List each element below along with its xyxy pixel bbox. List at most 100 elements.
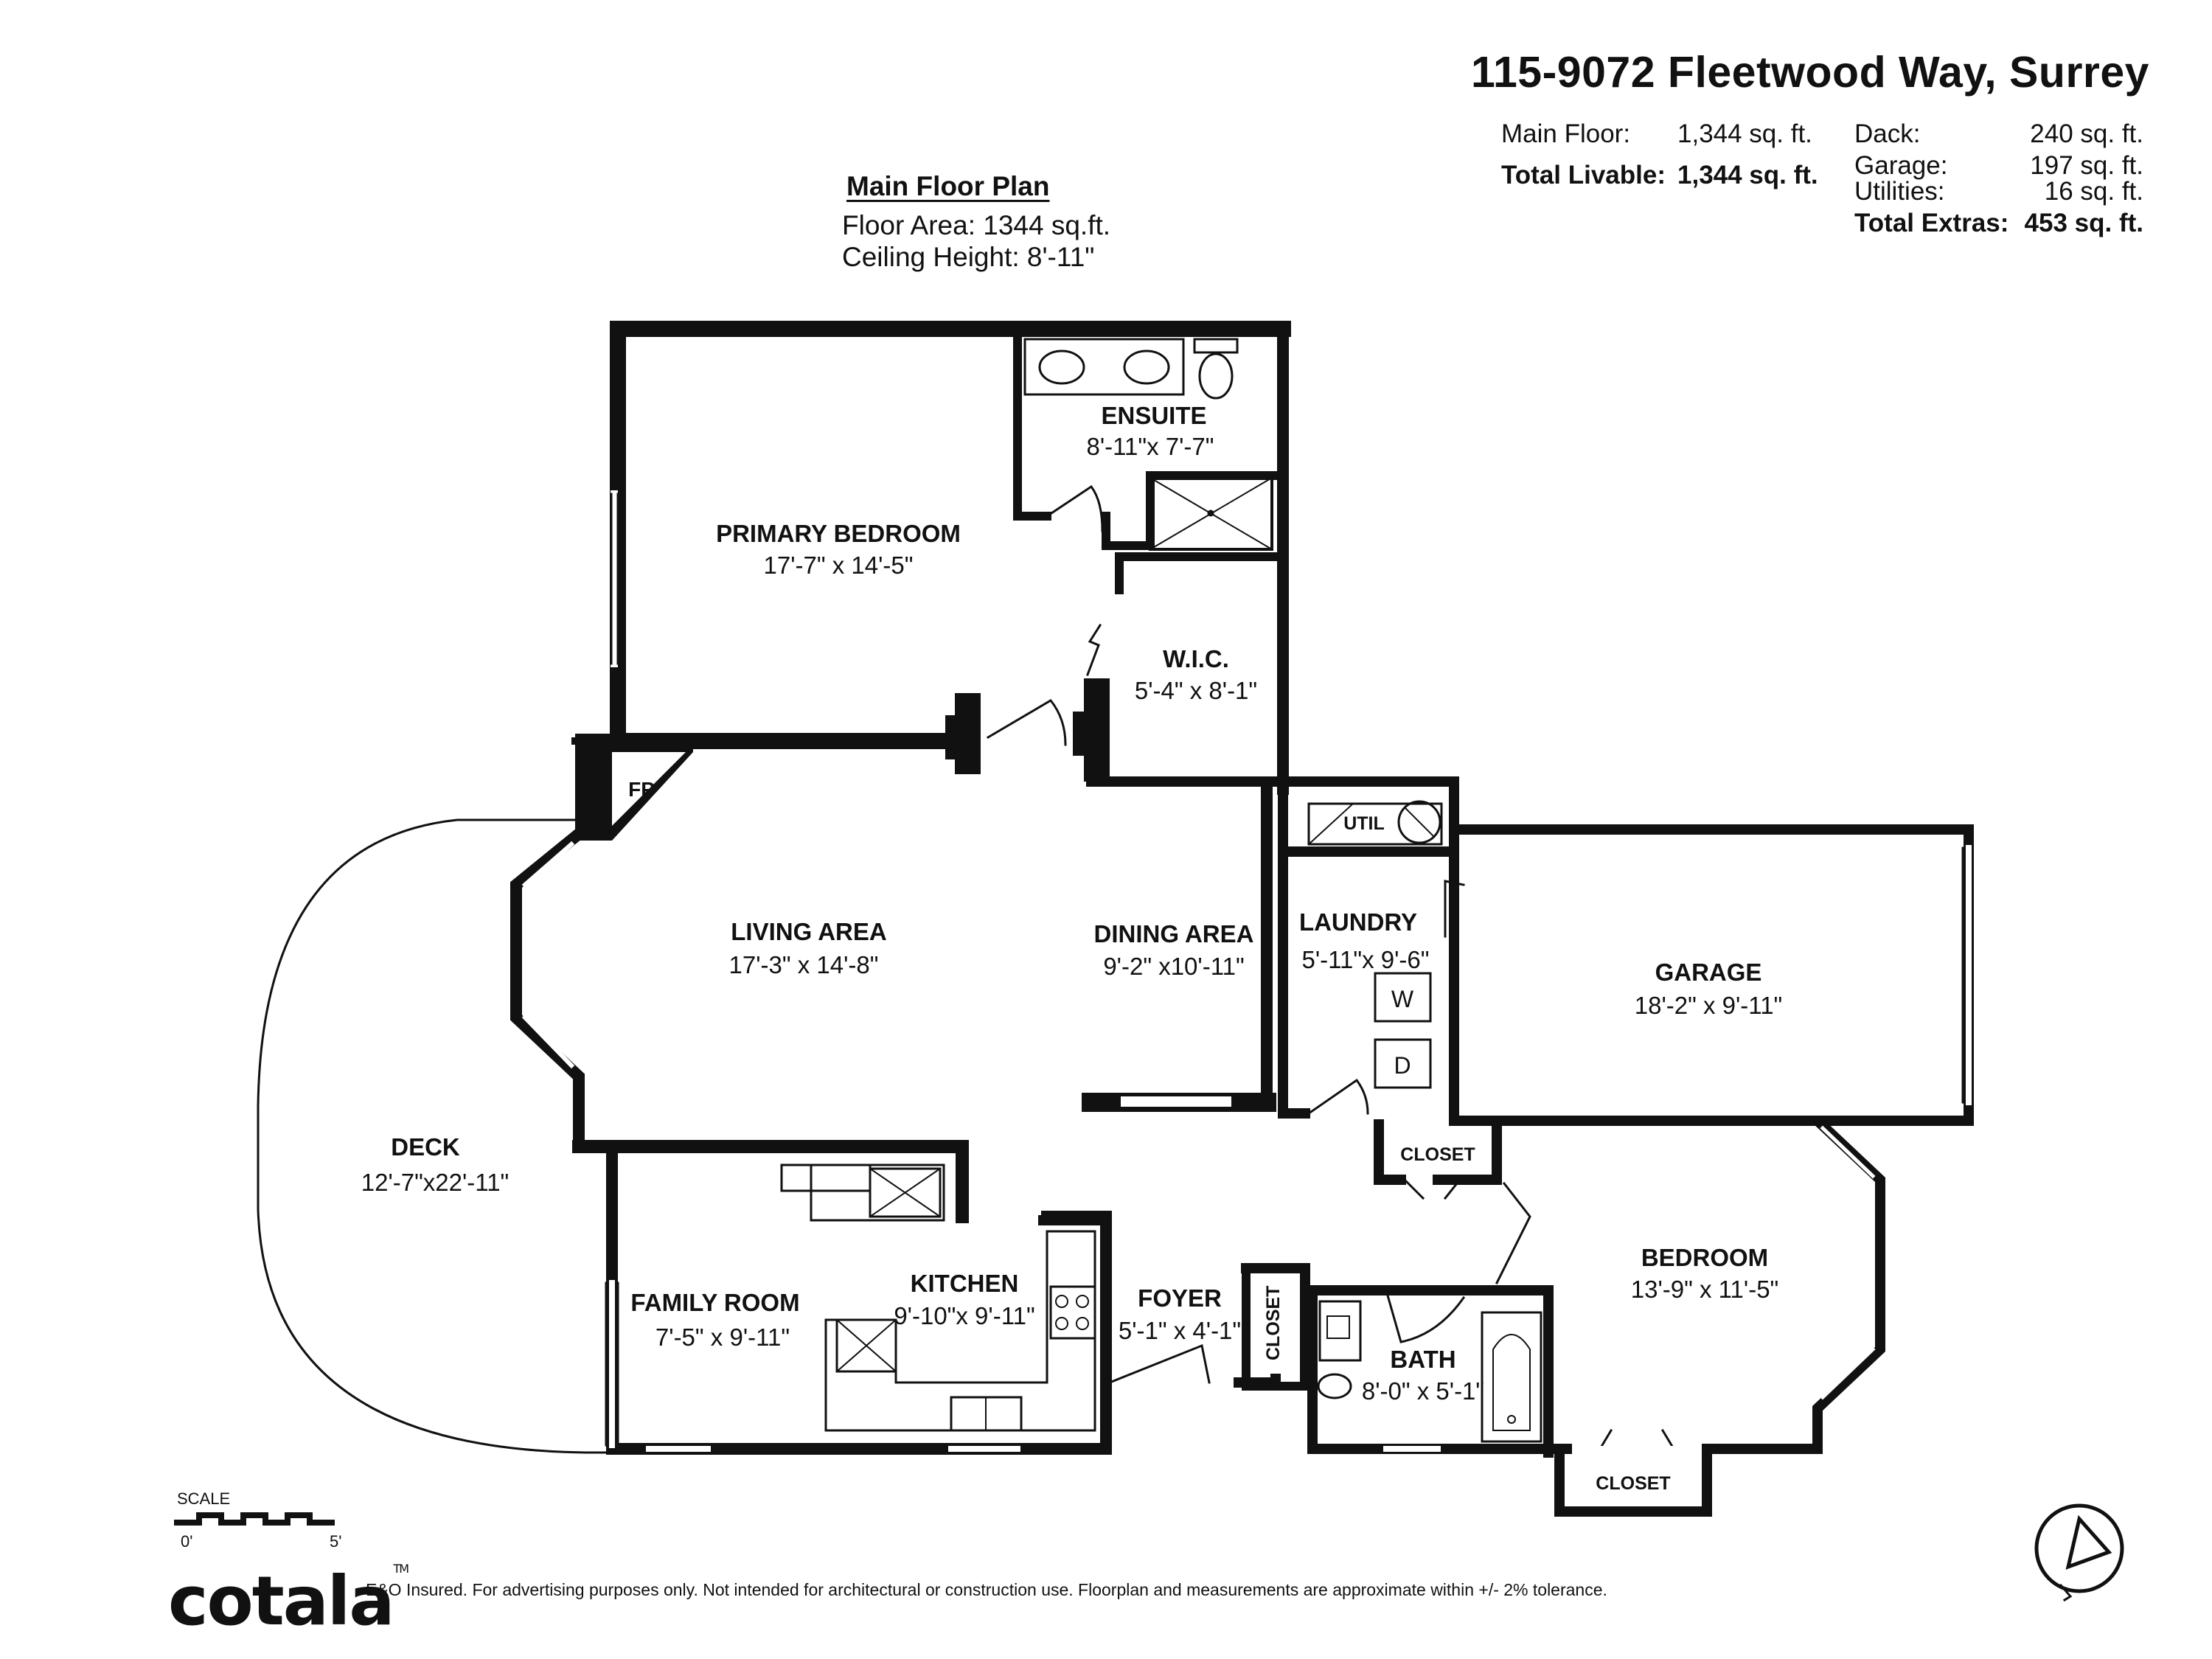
primary-bedroom-door-swing: [986, 699, 1067, 746]
main-floor-label: Main Floor:: [1501, 119, 1631, 148]
disclaimer-text: E&O Insured. For advertising purposes on…: [366, 1580, 1607, 1599]
brand-name: cotala: [168, 1562, 394, 1641]
plan-title: Main Floor Plan: [846, 171, 1050, 201]
garage-dim: 18'-2" x 9'-11": [1634, 992, 1783, 1019]
bedroom-door-swing: [1495, 1181, 1531, 1285]
total-extras-label: Total Extras:: [1854, 209, 2009, 237]
dining-area-name: DINING AREA: [1093, 920, 1254, 947]
ensuite-dim: 8'-11"x 7'-7": [1086, 433, 1214, 460]
washer: [1374, 972, 1432, 1023]
deck-area-label: Dack:: [1854, 119, 1921, 148]
bath-door-swing: [1385, 1289, 1466, 1343]
ensuite-vanity: [1023, 338, 1185, 396]
fireplace-label: FP: [628, 778, 655, 801]
dryer-label: D: [1394, 1052, 1411, 1079]
bath-tub: [1481, 1311, 1543, 1443]
bedroom-dim: 13'-9" x 11'-5": [1630, 1276, 1779, 1303]
total-extras-value: 453 sq. ft.: [2024, 209, 2143, 237]
kitchen-stovetop: [1049, 1285, 1096, 1340]
cotala-logo: cotalaTM: [168, 1562, 409, 1641]
living-area-dim: 17'-3" x 14'-8": [728, 951, 879, 978]
bath-walls: [1307, 1285, 1572, 1458]
deck-name: DECK: [391, 1133, 460, 1161]
kitchen-east-wall: [1038, 1215, 1111, 1454]
hall-closet: [1374, 1119, 1502, 1185]
deck-outline: [257, 818, 613, 1454]
washer-label: W: [1391, 986, 1414, 1012]
floor-area-text: Floor Area: 1344 sq.ft.: [842, 210, 1111, 240]
scale-label: SCALE: [177, 1489, 231, 1508]
bedroom-walls: [1492, 1116, 1885, 1517]
ceiling-height-text: Ceiling Height: 8'-11": [842, 242, 1095, 272]
scale-end: 5': [330, 1532, 342, 1551]
garage-area-value: 197 sq. ft.: [2030, 151, 2143, 180]
dryer: [1374, 1038, 1432, 1089]
primary-bedroom-dim: 17'-7" x 14'-5": [763, 552, 914, 579]
family-room-name: FAMILY ROOM: [630, 1289, 800, 1316]
north-arrow-icon: [2034, 1503, 2124, 1602]
util-door-swing: [1444, 880, 1465, 938]
bedroom-name: BEDROOM: [1641, 1244, 1769, 1271]
foyer-closet-label: CLOSET: [1263, 1285, 1284, 1360]
total-livable-label: Total Livable:: [1501, 161, 1666, 189]
foyer-name: FOYER: [1138, 1284, 1222, 1312]
util-label: UTIL: [1343, 813, 1385, 834]
garage-name: GARAGE: [1655, 959, 1762, 986]
bath-name: BATH: [1390, 1346, 1456, 1373]
laundry-door-swing: [1307, 1078, 1369, 1116]
water-heater: [1397, 800, 1441, 844]
scale-bar: [174, 1512, 335, 1526]
foyer-door-swing: [1108, 1343, 1211, 1384]
foyer-dim: 5'-1" x 4'-1": [1118, 1317, 1242, 1344]
wic-name: W.I.C.: [1163, 645, 1229, 672]
property-address: 115-9072 Fleetwood Way, Surrey: [1470, 48, 2149, 97]
total-livable-value: 1,344 sq. ft.: [1677, 161, 1818, 189]
laundry-walls: [1278, 776, 1459, 1119]
family-room-dim: 7'-5" x 9'-11": [655, 1324, 790, 1351]
garage-area-label: Garage:: [1854, 151, 1948, 180]
deck-area-value: 240 sq. ft.: [2030, 119, 2143, 148]
ensuite-toilet-bowl: [1198, 352, 1234, 400]
primary-bedroom-name: PRIMARY BEDROOM: [716, 520, 961, 547]
living-area-name: LIVING AREA: [731, 918, 887, 945]
ensuite-name: ENSUITE: [1101, 402, 1207, 429]
utilities-area-label: Utilities:: [1854, 177, 1945, 206]
wic-dim: 5'-4" x 8'-1": [1134, 677, 1258, 704]
kitchen-cooktop: [835, 1318, 897, 1373]
bath-dim: 8'-0" x 5'-1": [1361, 1377, 1485, 1405]
dining-area-dim: 9'-2" x10'-11": [1103, 953, 1245, 980]
utilities-area-value: 16 sq. ft.: [2044, 177, 2143, 206]
bedroom-living-divider: [945, 693, 981, 774]
kitchen-counter: [824, 1230, 1096, 1432]
foyer-closet: [1242, 1264, 1310, 1391]
ensuite-shower: [1149, 476, 1273, 551]
hall-closet-label: CLOSET: [1400, 1144, 1475, 1165]
laundry-dim: 5'-11"x 9'-6": [1301, 946, 1430, 973]
kitchen-island-cooktop: [869, 1167, 942, 1218]
kitchen-dim: 9'-10"x 9'-11": [894, 1302, 1035, 1329]
wic-wall-stepped: [1073, 678, 1110, 782]
bedroom-closet-label: CLOSET: [1596, 1473, 1671, 1494]
trademark-mark: TM: [393, 1562, 409, 1576]
laundry-name: LAUNDRY: [1298, 908, 1418, 936]
main-floor-value: 1,344 sq. ft.: [1677, 119, 1812, 148]
ensuite-sink-left: [1038, 349, 1085, 385]
bedroom-closet-doors: [1598, 1428, 1676, 1451]
deck-dim: 12'-7"x22'-11": [361, 1169, 509, 1196]
living-south-wall: [572, 1140, 969, 1223]
scale-start: 0': [181, 1532, 193, 1551]
fridge: [810, 1164, 945, 1222]
bath-vanity: [1318, 1300, 1362, 1362]
bath-toilet: [1317, 1373, 1352, 1399]
ensuite-toilet-tank: [1193, 338, 1239, 354]
kitchen-name: KITCHEN: [910, 1270, 1019, 1297]
bedroom-bay-window: [1820, 1125, 1876, 1400]
util-box: [1307, 802, 1443, 846]
range-hood: [780, 1164, 872, 1192]
ensuite-door-swing: [1045, 484, 1104, 532]
wic-door-swing: [1086, 623, 1102, 676]
hall-closet-doors: [1402, 1178, 1462, 1200]
living-bay-window: [510, 828, 585, 1152]
ensuite-sink-right: [1123, 349, 1170, 385]
